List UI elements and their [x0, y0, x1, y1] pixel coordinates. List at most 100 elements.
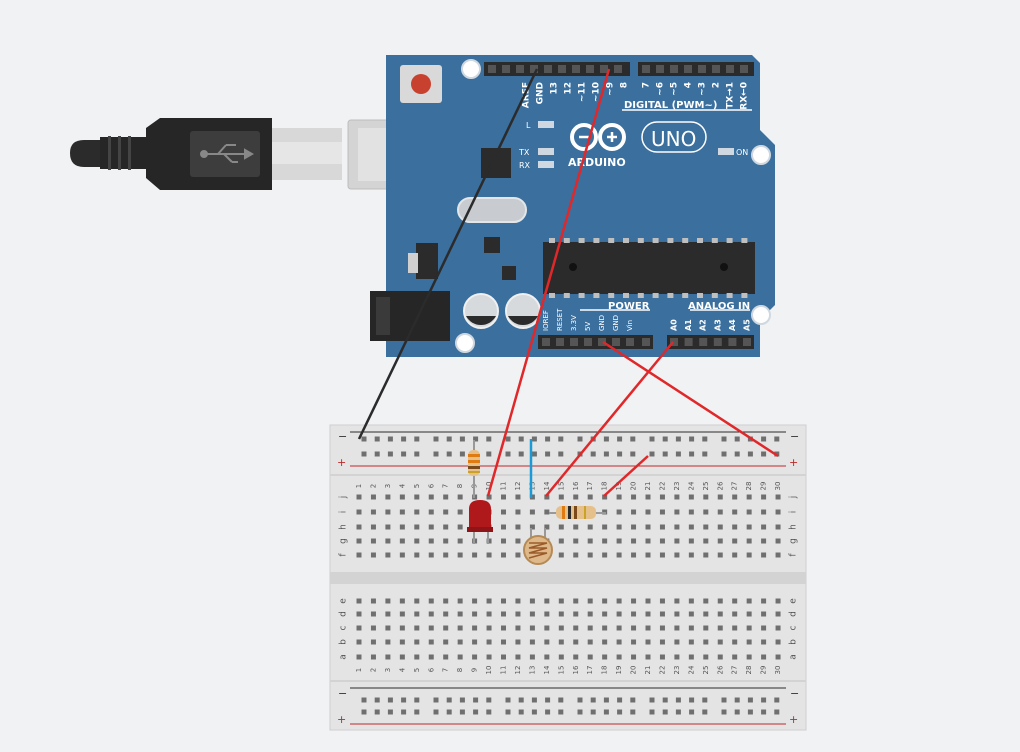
power-header[interactable]: [538, 335, 653, 349]
header-pin[interactable]: [584, 338, 592, 346]
analog-pin-label: A0: [670, 319, 679, 331]
header-pin[interactable]: [570, 338, 578, 346]
analog-pin-label: A5: [743, 319, 752, 331]
digital-pin-label: ~10: [592, 82, 602, 102]
header-pin[interactable]: [684, 338, 693, 346]
column-number: 14: [543, 481, 551, 490]
reset-button[interactable]: [400, 65, 442, 103]
header-pin[interactable]: [586, 65, 594, 73]
header-pin[interactable]: [728, 338, 737, 346]
column-number: 2: [369, 484, 377, 488]
header-pin[interactable]: [600, 65, 608, 73]
mounting-hole: [751, 305, 771, 325]
header-pin[interactable]: [698, 65, 706, 73]
header-pin[interactable]: [713, 338, 722, 346]
header-pin[interactable]: [684, 65, 692, 73]
led-resistor[interactable]: [468, 440, 480, 498]
header-pin[interactable]: [542, 338, 550, 346]
column-number: 22: [658, 666, 666, 675]
header-pin[interactable]: [502, 65, 510, 73]
crystal: [457, 197, 527, 223]
header-pin[interactable]: [572, 65, 580, 73]
column-number: 16: [572, 665, 580, 674]
status-leds: L TX RX ON: [518, 121, 748, 170]
digital-pin-label: ~9: [606, 82, 616, 96]
header-pin[interactable]: [516, 65, 524, 73]
mounting-hole: [751, 145, 771, 165]
row-letter: a: [339, 654, 349, 660]
column-number: 27: [731, 666, 739, 675]
wires[interactable]: [357, 68, 779, 498]
column-number: 17: [586, 666, 594, 675]
column-number: 6: [427, 483, 435, 488]
column-number: 18: [601, 482, 609, 491]
analog-header[interactable]: [667, 335, 754, 349]
column-number: 7: [442, 484, 450, 488]
column-number: 20: [630, 666, 638, 675]
column-number: 19: [615, 666, 623, 675]
row-letter: b: [789, 639, 799, 645]
header-pin[interactable]: [598, 338, 606, 346]
column-number: 6: [427, 667, 435, 672]
column-number: 16: [572, 481, 580, 490]
header-pin[interactable]: [726, 65, 734, 73]
atmega-microcontroller: [543, 238, 755, 298]
column-number: 10: [485, 482, 493, 491]
ldr-resistor[interactable]: [549, 506, 606, 519]
column-number: 25: [702, 482, 710, 491]
header-pin[interactable]: [743, 338, 751, 346]
row-letter: c: [339, 625, 349, 630]
header-pin[interactable]: [712, 65, 720, 73]
header-pin[interactable]: [626, 338, 634, 346]
header-pin[interactable]: [670, 65, 678, 73]
header-pin[interactable]: [488, 65, 496, 73]
row-letter: h: [339, 524, 349, 530]
header-pin[interactable]: [670, 338, 678, 346]
power-pin-label: IOREF: [542, 310, 550, 331]
header-pin[interactable]: [544, 65, 552, 73]
arduino-model: UNO: [651, 127, 696, 151]
digital-header-right[interactable]: [638, 62, 754, 76]
digital-header-label: DIGITAL (PWM~): [624, 100, 717, 111]
svg-text:RX: RX: [519, 161, 531, 170]
svg-text:ON: ON: [736, 148, 748, 157]
digital-pin-label: ~11: [578, 82, 588, 102]
header-pin[interactable]: [699, 338, 708, 346]
column-number: 24: [687, 665, 695, 674]
red-led[interactable]: [467, 500, 493, 544]
row-letter: j: [789, 496, 799, 500]
column-number: 20: [630, 482, 638, 491]
column-number: 26: [716, 481, 724, 490]
analog-pin-label: A3: [713, 319, 722, 331]
power-pin-label: 3.3V: [570, 315, 578, 331]
row-letter: e: [339, 598, 349, 604]
header-pin[interactable]: [558, 65, 566, 73]
column-number: 13: [528, 482, 536, 491]
column-number: 4: [398, 483, 406, 488]
svg-text:+: +: [337, 713, 346, 726]
header-pin[interactable]: [614, 65, 622, 73]
header-pin[interactable]: [642, 65, 650, 73]
header-pin[interactable]: [530, 65, 538, 73]
header-pin[interactable]: [556, 338, 564, 346]
capacitor: [505, 293, 541, 329]
wire-gnd-black: [357, 68, 539, 440]
column-number: 27: [731, 482, 739, 491]
row-letter: f: [339, 553, 349, 557]
header-pin[interactable]: [740, 65, 748, 73]
row-letter: a: [789, 654, 799, 660]
row-letter: f: [789, 553, 799, 557]
column-number: 19: [615, 482, 623, 491]
header-pin[interactable]: [612, 338, 620, 346]
breadboard[interactable]: − − + + − − + + 112233445566778899101011…: [329, 424, 807, 731]
digital-pin-label: AREF: [522, 82, 532, 108]
row-letter: g: [339, 538, 349, 544]
column-number: 7: [442, 668, 450, 672]
header-pin[interactable]: [656, 65, 664, 73]
row-letter: c: [789, 625, 799, 630]
column-number: 9: [471, 668, 479, 672]
column-number: 21: [644, 482, 652, 491]
photoresistor[interactable]: [523, 528, 553, 565]
